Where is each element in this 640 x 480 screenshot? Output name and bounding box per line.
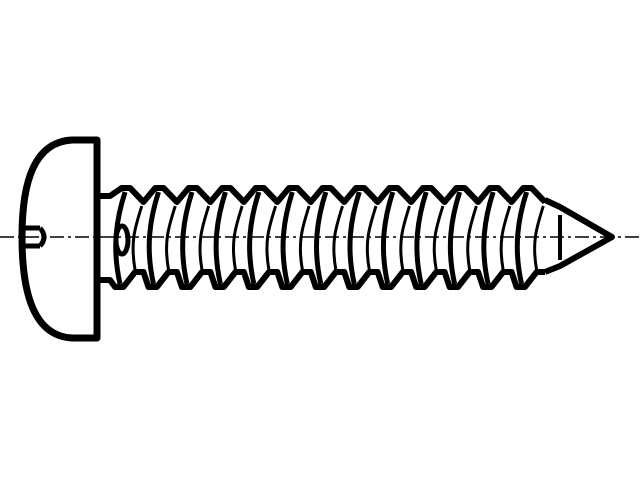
- thread-root-line: [165, 205, 177, 271]
- thread-root-line: [466, 205, 478, 271]
- thread-crest-line: [146, 191, 161, 285]
- thread-crest-line: [280, 191, 295, 285]
- thread-bottom-edge: [97, 269, 545, 290]
- head-slot: [22, 225, 47, 249]
- thread-root-line: [231, 205, 244, 271]
- thread-root-line: [131, 205, 144, 271]
- thread-crest-line: [380, 191, 396, 285]
- thread-crest-line: [247, 191, 262, 285]
- thread-root-line: [265, 205, 278, 271]
- thread-crest-line: [514, 191, 529, 285]
- thread-root-line: [365, 205, 378, 271]
- thread-crest-line: [447, 191, 463, 285]
- thread-root-line: [399, 205, 411, 271]
- thread-root-line: [198, 205, 211, 271]
- thread-crest-line: [347, 191, 362, 285]
- thread-crest-line: [481, 191, 496, 285]
- thread-root-line: [298, 205, 311, 271]
- thread-crest-line: [180, 191, 195, 285]
- thread-root-line: [332, 205, 344, 271]
- screw-tip: [543, 197, 615, 275]
- thread-top-edge: [97, 185, 548, 205]
- thread-root-line: [432, 205, 445, 271]
- thread-crest-line: [314, 191, 329, 285]
- thread-root-line: [499, 205, 512, 271]
- thread-crest-line: [414, 191, 429, 285]
- thread-group: [97, 185, 548, 290]
- screw-head: [18, 136, 101, 342]
- thread-start: [113, 223, 131, 257]
- thread-root-line: [533, 205, 545, 271]
- thread-crest-line: [213, 191, 228, 285]
